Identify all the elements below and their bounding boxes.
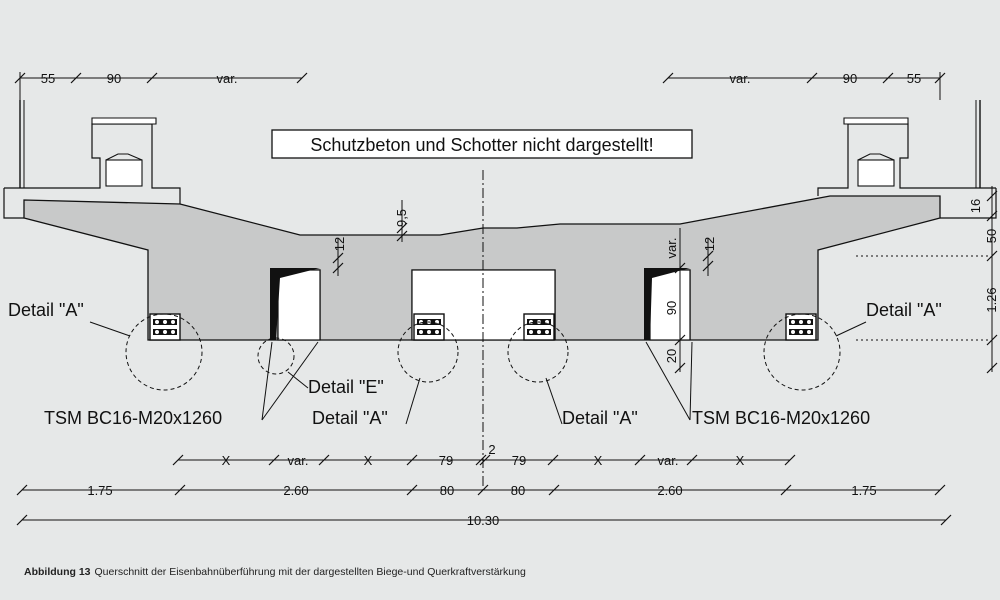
label-detail-a-left: Detail "A" xyxy=(8,300,84,320)
row1-var-1: var. xyxy=(288,453,309,468)
row2-175-right: 1.75 xyxy=(851,483,876,498)
row1-79-right: 79 xyxy=(512,453,526,468)
row1-2: 2 xyxy=(488,442,495,457)
dim-126-right: 1.26 xyxy=(984,287,999,312)
cross-section-drawing: 55 90 var. var. 90 55 Schutzbeton und Sc… xyxy=(3,71,999,528)
bottom-dimensions-row1: X var. X 79 2 79 X var. X xyxy=(172,442,796,468)
top-dim-right-3: 55 xyxy=(907,71,921,86)
label-detail-a-center-left: Detail "A" xyxy=(312,408,388,428)
top-dimensions-right: var. 90 55 xyxy=(662,71,946,100)
row2-260-left: 2.60 xyxy=(283,483,308,498)
caption-text: Querschnitt der Eisenbahnüberführung mit… xyxy=(94,566,526,578)
row1-x-2: X xyxy=(364,453,373,468)
top-dimensions-left: 55 90 var. xyxy=(14,71,308,100)
row2-80-right: 80 xyxy=(511,483,525,498)
row2-260-right: 2.60 xyxy=(657,483,682,498)
top-dim-left-3: var. xyxy=(217,71,238,86)
dim-20-vertical: 20 xyxy=(664,349,679,363)
bottom-dimensions-row3: 10.30 xyxy=(16,513,952,528)
row3-total: 10.30 xyxy=(467,513,500,528)
section-dimensions: 9,5 12 12 var. 90 20 16 50 1.26 xyxy=(332,186,999,374)
top-dim-right-1: var. xyxy=(730,71,751,86)
dim-9-5: 9,5 xyxy=(394,209,409,227)
bottom-dimensions-row2: 1.75 2.60 80 80 2.60 1.75 xyxy=(16,483,946,498)
top-dim-left-1: 55 xyxy=(41,71,55,86)
label-tsm-left: TSM BC16-M20x1260 xyxy=(44,408,222,428)
row2-175-left: 1.75 xyxy=(87,483,112,498)
row1-x-4: X xyxy=(736,453,745,468)
label-detail-a-right: Detail "A" xyxy=(866,300,942,320)
detail-circles xyxy=(125,313,841,391)
notice-box: Schutzbeton und Schotter nicht dargestel… xyxy=(271,129,693,159)
labels: Detail "A" Detail "A" Detail "E" TSM BC1… xyxy=(8,300,942,428)
dim-var-vertical: var. xyxy=(664,238,679,259)
top-dim-left-2: 90 xyxy=(107,71,121,86)
dim-12-left: 12 xyxy=(332,237,347,251)
label-detail-e: Detail "E" xyxy=(308,377,384,397)
row1-79-left: 79 xyxy=(439,453,453,468)
caption-label: Abbildung 13 xyxy=(24,566,91,578)
label-tsm-right: TSM BC16-M20x1260 xyxy=(692,408,870,428)
label-detail-a-center-right: Detail "A" xyxy=(562,408,638,428)
top-dim-right-2: 90 xyxy=(843,71,857,86)
row1-x-1: X xyxy=(222,453,231,468)
row2-80-left: 80 xyxy=(440,483,454,498)
row1-x-3: X xyxy=(594,453,603,468)
dim-16-right: 16 xyxy=(968,199,983,213)
dim-12-right: 12 xyxy=(702,237,717,251)
dim-90-vertical: 90 xyxy=(664,301,679,315)
row1-var-2: var. xyxy=(658,453,679,468)
notice-text: Schutzbeton und Schotter nicht dargestel… xyxy=(310,135,653,155)
dim-50-right: 50 xyxy=(984,229,999,243)
